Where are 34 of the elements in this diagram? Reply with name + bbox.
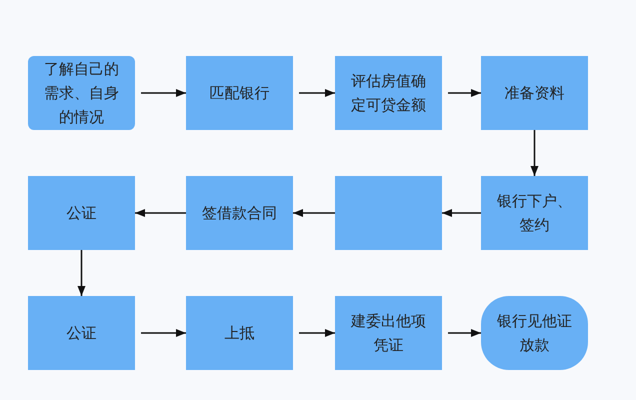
box-label: 了解自己的需求、自身的情况	[43, 59, 120, 128]
process-box	[481, 176, 588, 250]
arrow	[448, 89, 481, 97]
arrow	[293, 209, 335, 217]
arrow	[442, 209, 481, 217]
arrow	[530, 130, 538, 176]
box-label: 匹配银行	[210, 83, 270, 104]
arrow	[299, 329, 335, 337]
process-box	[186, 176, 293, 250]
process-box	[186, 56, 293, 130]
process-box	[186, 296, 293, 370]
process-box	[335, 296, 442, 370]
arrow	[78, 250, 86, 296]
box-label: 准备资料	[504, 83, 564, 104]
process-box	[28, 176, 135, 250]
process-box	[481, 296, 588, 370]
process-box	[481, 56, 588, 130]
box-label: 评估房值确定可贷金额	[350, 71, 427, 116]
arrow	[299, 89, 335, 97]
process-box	[28, 56, 135, 130]
empty-process-box	[335, 176, 442, 250]
process-box	[335, 56, 442, 130]
box-label: 上抵	[224, 323, 254, 344]
box-label: 公证	[66, 203, 96, 224]
arrow	[448, 329, 481, 337]
arrow	[135, 209, 186, 217]
box-label: 银行见他证放款	[496, 311, 573, 356]
arrow	[141, 329, 186, 337]
box-label: 公证	[66, 323, 96, 344]
process-box	[28, 296, 135, 370]
arrow	[141, 89, 186, 97]
box-label: 签借款合同	[202, 203, 277, 224]
box-label: 银行下户、签约	[496, 191, 573, 236]
box-label: 建委出他项凭证	[350, 311, 427, 356]
